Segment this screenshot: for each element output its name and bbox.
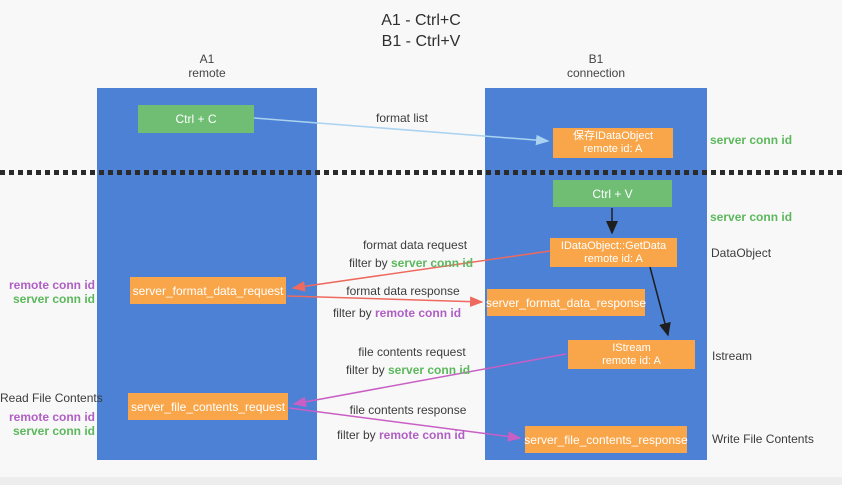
format-data-request-arrow: [291, 250, 551, 292]
lane-b1-subtitle: connection: [566, 66, 626, 80]
lane-header-a1: A1 remote: [97, 52, 317, 80]
save-idataobject-node: 保存IDataObject remote id: A: [553, 128, 673, 158]
filter-by-text-3: filter by: [345, 363, 385, 377]
server-file-contents-request-label: server_file_contents_request: [130, 399, 286, 414]
server-format-data-response-label: server_format_data_response: [485, 295, 647, 310]
format-list-arrow: [253, 117, 550, 146]
ctrl-v-label: Ctrl + V: [592, 186, 633, 201]
istream-line1: IStream: [612, 341, 651, 354]
server-file-contents-response-label: server_file_contents_response: [524, 432, 688, 447]
filter-by-text-4: filter by: [336, 428, 376, 442]
server-format-data-request-node: server_format_data_request: [130, 277, 286, 304]
server-conn-id-right-1: server conn id: [710, 133, 793, 147]
server-conn-id-left-1: server conn id: [12, 292, 95, 306]
file-contents-request-arrow: [292, 353, 567, 407]
getdata-to-istream-arrow: [649, 266, 671, 337]
remote-conn-id-filter-1: remote conn id: [375, 306, 462, 320]
save-idataobject-line1: 保存IDataObject: [572, 130, 654, 142]
server-conn-id-right-2: server conn id: [710, 210, 793, 224]
diagram-title: A1 - Ctrl+C B1 - Ctrl+V: [0, 10, 842, 52]
format-data-request-label: format data request: [362, 238, 468, 252]
getdata-line2: remote id: A: [584, 252, 643, 265]
file-contents-request-label: file contents request: [358, 345, 466, 359]
lane-a1-subtitle: remote: [188, 66, 226, 80]
file-contents-response-label: file contents response: [349, 403, 467, 417]
filter-by-server-conn-id-1: filter by server conn id: [349, 256, 473, 270]
bottom-strip: [0, 477, 842, 485]
remote-conn-id-left-1: remote conn id: [8, 278, 95, 292]
format-data-response-arrow: [286, 295, 484, 307]
lane-a1-name: A1: [199, 52, 215, 66]
lane-header-b1: B1 connection: [485, 52, 707, 80]
write-file-contents-label: Write File Contents: [712, 432, 814, 446]
server-format-data-response-node: server_format_data_response: [485, 289, 647, 316]
title-line-2: B1 - Ctrl+V: [381, 33, 461, 50]
filter-by-text-2: filter by: [332, 306, 372, 320]
getdata-node: IDataObject::GetData remote id: A: [550, 238, 677, 267]
filter-by-remote-conn-id-1: filter by remote conn id: [333, 306, 461, 320]
server-format-data-request-label: server_format_data_request: [132, 283, 284, 298]
getdata-line1: IDataObject::GetData: [560, 239, 667, 252]
format-list-label: format list: [375, 111, 429, 125]
ctrl-c-node: Ctrl + C: [138, 105, 254, 133]
server-conn-id-filter-1: server conn id: [391, 256, 474, 270]
istream-node: IStream remote id: A: [568, 340, 695, 369]
session-divider-dotted-line: [0, 170, 842, 175]
read-file-contents-label: Read File Contents: [0, 391, 103, 405]
remote-conn-id-filter-2: remote conn id: [379, 428, 466, 442]
server-conn-id-filter-2: server conn id: [388, 363, 471, 377]
save-idataobject-line2: remote id: A: [583, 143, 643, 155]
lane-b1-name: B1: [588, 52, 604, 66]
remote-conn-id-left-2: remote conn id: [8, 410, 95, 424]
format-data-response-label: format data response: [346, 284, 460, 298]
dataobject-label: DataObject: [711, 246, 772, 260]
server-conn-id-left-2: server conn id: [12, 424, 95, 438]
istream-line2: remote id: A: [602, 354, 661, 367]
server-file-contents-response-node: server_file_contents_response: [524, 426, 688, 453]
filter-by-text-1: filter by: [348, 256, 388, 270]
istream-side-label: Istream: [712, 349, 753, 363]
title-line-1: A1 - Ctrl+C: [381, 12, 461, 29]
ctrl-v-node: Ctrl + V: [553, 180, 672, 207]
filter-by-server-conn-id-2: filter by server conn id: [346, 363, 470, 377]
filter-by-remote-conn-id-2: filter by remote conn id: [337, 428, 465, 442]
ctrl-c-label: Ctrl + C: [175, 112, 217, 126]
server-file-contents-request-node: server_file_contents_request: [128, 393, 288, 420]
file-contents-response-arrow: [288, 407, 522, 442]
